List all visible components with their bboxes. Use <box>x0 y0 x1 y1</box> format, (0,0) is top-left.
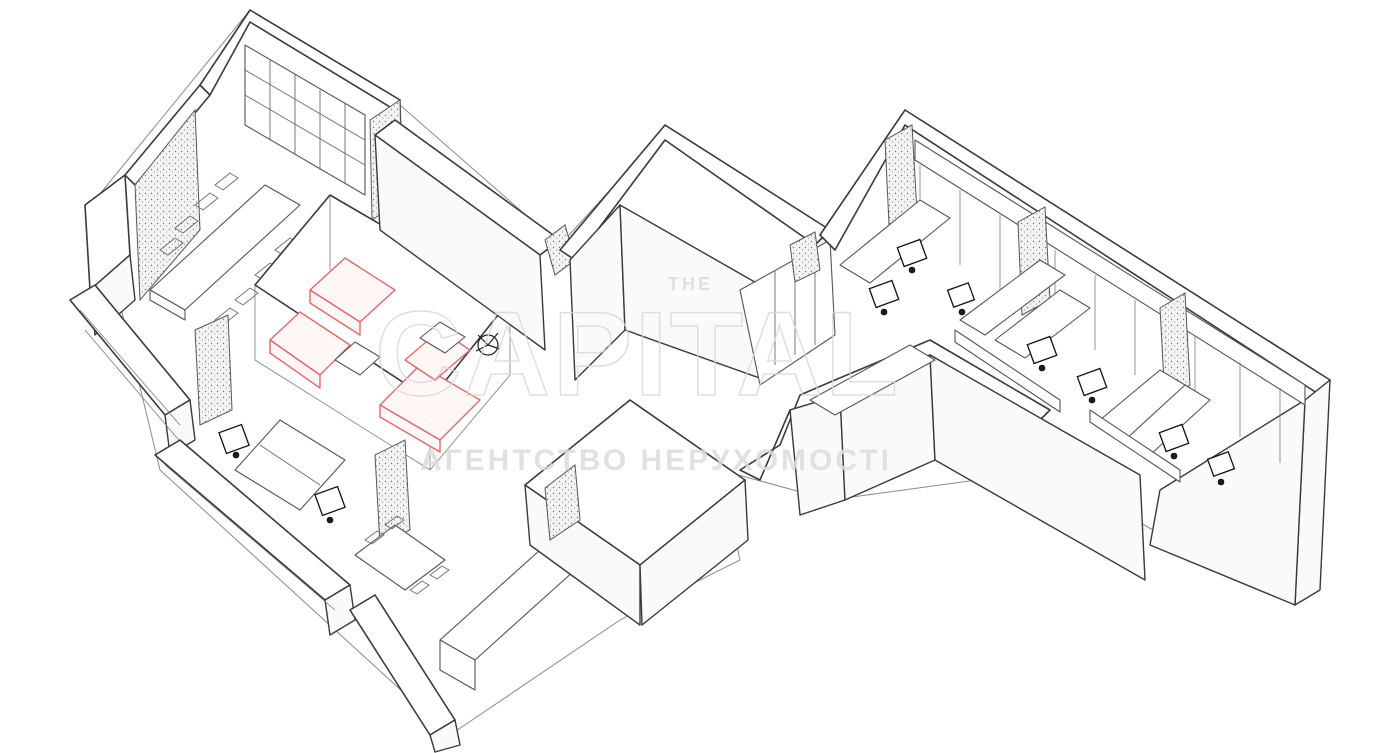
office-chair-icon <box>868 279 900 316</box>
watermark: THE CAPITAL АГЕНТСТВО НЕРУХОМОСТІ <box>374 274 900 477</box>
watermark-brand: CAPITAL <box>375 287 900 421</box>
east-office-desks <box>839 199 1211 483</box>
office-chair-icon <box>1026 335 1058 372</box>
service-core <box>559 124 836 386</box>
bookshelf-unit <box>244 44 366 196</box>
coffee-table <box>334 321 466 376</box>
kitchen-area <box>349 439 576 753</box>
office-chair-icon <box>896 238 928 274</box>
southwest-office <box>154 314 356 636</box>
office-chair-icon <box>1158 423 1190 460</box>
office-chair-icon <box>946 281 976 316</box>
corridor-walls <box>374 119 576 351</box>
meeting-table <box>149 184 301 321</box>
watermark-subtitle: АГЕНТСТВО НЕРУХОМОСТІ <box>420 444 892 477</box>
east-office-chairs <box>868 238 1236 486</box>
east-wing-exterior <box>819 109 1331 606</box>
storage-room <box>524 399 749 626</box>
office-chair-icon <box>218 423 346 524</box>
office-chair-icon <box>1206 450 1236 486</box>
plant-icon <box>475 332 501 356</box>
meeting-chairs <box>159 172 299 326</box>
watermark-brand-small: THE <box>668 274 713 294</box>
east-corridor <box>739 339 1146 581</box>
office-chair-icon <box>1076 367 1108 404</box>
lounge-sofas <box>269 257 481 453</box>
